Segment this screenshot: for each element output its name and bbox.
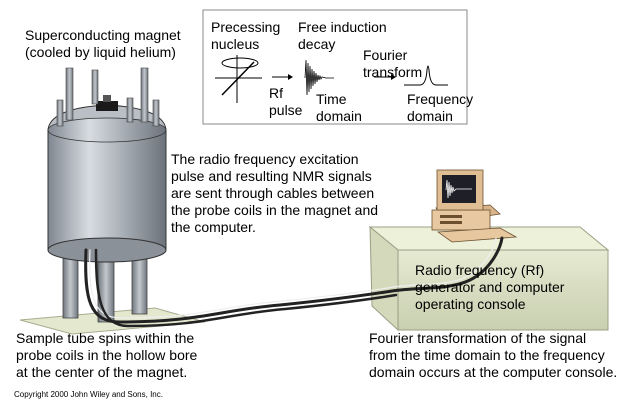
rf-pulse-arrow-icon [272, 74, 293, 80]
precessing-nucleus-label: Precessing nucleus [211, 19, 281, 52]
cables-note: The radio frequency excitation pulse and… [171, 151, 379, 235]
fourier-arrow-icon [374, 74, 396, 80]
copyright-notice: Copyright 2000 John Wiley and Sons, Inc. [14, 390, 163, 399]
time-domain-label: Time domain [316, 91, 362, 124]
cables [84, 236, 504, 328]
precessing-nucleus-icon [215, 55, 262, 103]
inset-box [202, 9, 468, 125]
free-induction-decay-label: Free induction decay [298, 19, 387, 52]
sample-tube-note: Sample tube spins within the probe coils… [16, 330, 198, 380]
fourier-transform-label: Fourier transform [363, 47, 423, 80]
frequency-domain-label: Frequency domain [407, 91, 474, 124]
console-label: Radio frequency (Rf) generator and compu… [415, 262, 565, 312]
fid-signal-icon [304, 59, 334, 96]
magnet-posts [56, 67, 160, 127]
magnet-label: Superconducting magnet (cooled by liquid… [25, 27, 181, 60]
computer-icon [431, 169, 518, 243]
rf-pulse-label: Rf pulse [269, 85, 303, 118]
frequency-peak-icon [404, 65, 448, 86]
superconducting-magnet-tank [47, 95, 167, 263]
fourier-transformation-note: Fourier transformation of the signal fro… [369, 330, 618, 380]
magnet-legs [62, 245, 148, 323]
